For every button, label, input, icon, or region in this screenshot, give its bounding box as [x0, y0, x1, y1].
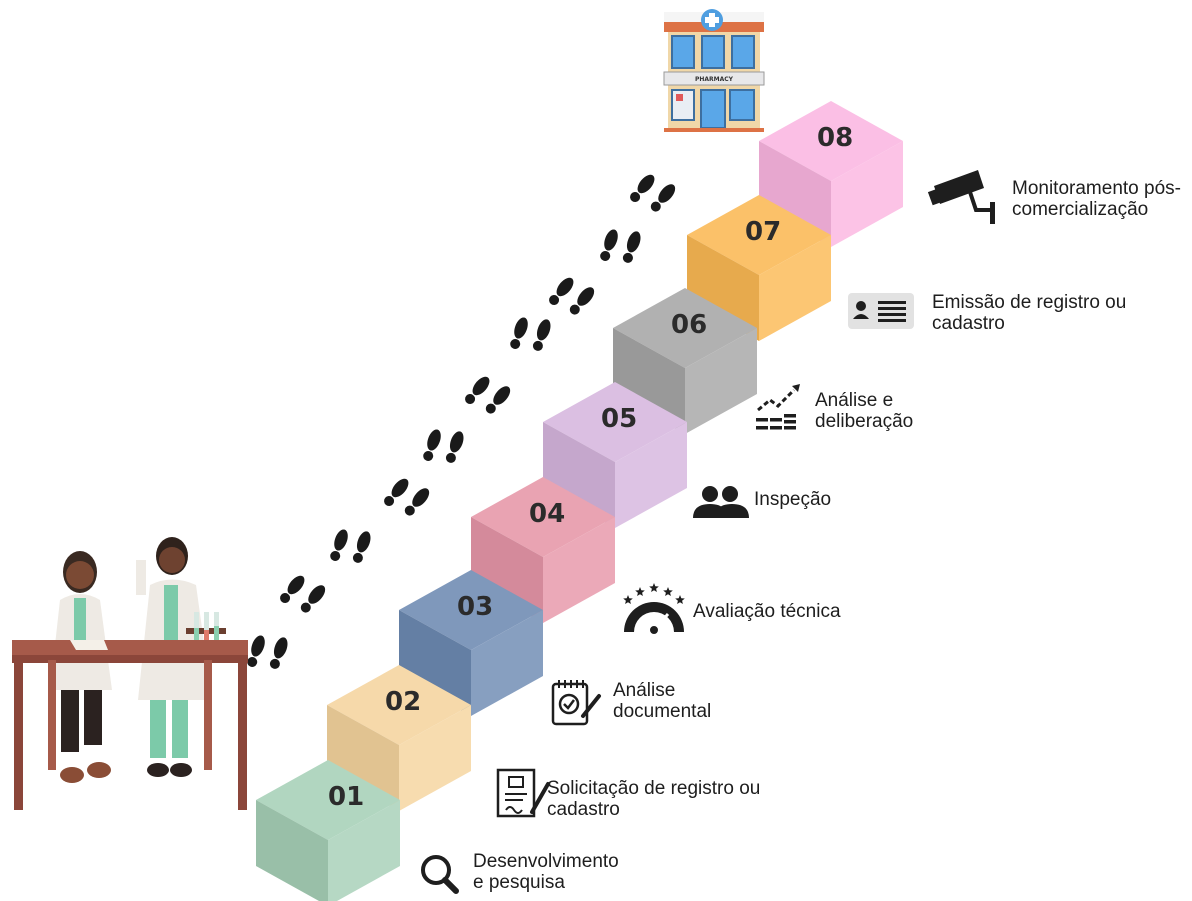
- step-number: 05: [601, 404, 637, 434]
- scientists-lab-icon: [12, 537, 248, 810]
- step-block-04: 04: [471, 477, 615, 623]
- footprint-pair: [423, 429, 464, 463]
- staircase: 08 07 06 05 04 03 02 01: [256, 101, 903, 901]
- footprint-pair: [330, 529, 371, 563]
- step-block-08: 08: [759, 101, 903, 247]
- step-number: 01: [328, 782, 364, 812]
- step-icons: [421, 170, 995, 894]
- step-block-01: 01: [256, 760, 400, 901]
- footprint-pair: [384, 478, 430, 516]
- footprint-pair: [510, 317, 551, 351]
- footprints-icon: [247, 174, 676, 669]
- step-number: 07: [745, 217, 781, 247]
- step-block-07: 07: [687, 195, 831, 341]
- step-right-face: [831, 141, 903, 247]
- step-left-face: [399, 610, 471, 716]
- footprint-pair: [549, 277, 595, 315]
- step-left-face: [256, 800, 328, 901]
- footprint-pair: [247, 635, 288, 669]
- step-block-06: 06: [613, 288, 757, 434]
- rating-gauge-icon: [623, 583, 685, 636]
- step-label-03: Análise documental: [613, 680, 712, 722]
- step-label-02: Solicitação de registro ou cadastro: [547, 778, 761, 820]
- step-left-face: [327, 705, 399, 811]
- step-label-01: Desenvolvimento e pesquisa: [473, 851, 619, 893]
- footprint-pair: [600, 229, 641, 263]
- pharmacy-building-icon: PHARMACY: [663, 9, 765, 132]
- step-left-face: [687, 235, 759, 341]
- footprint-pair: [280, 575, 326, 613]
- security-camera-icon: [927, 170, 995, 224]
- document-signature-icon: [496, 768, 550, 818]
- step-right-face: [399, 705, 471, 811]
- step-left-face: [471, 517, 543, 623]
- step-number: 06: [671, 310, 707, 340]
- step-number: 02: [385, 687, 421, 717]
- step-number: 08: [817, 123, 853, 153]
- footprint-pair: [630, 174, 676, 212]
- step-number: 03: [457, 592, 493, 622]
- step-right-face: [543, 517, 615, 623]
- step-number: 04: [529, 499, 565, 529]
- id-card-icon: [848, 293, 914, 329]
- step-label-04: Avaliação técnica: [693, 601, 841, 622]
- step-block-03: 03: [399, 570, 543, 716]
- pharmacy-sign: PHARMACY: [695, 76, 734, 83]
- document-check-icon: [551, 680, 601, 726]
- step-block-02: 02: [327, 665, 471, 811]
- step-label-06: Análise e deliberação: [815, 390, 914, 432]
- step-left-face: [613, 328, 685, 434]
- step-right-face: [328, 800, 400, 901]
- growth-chart-icon: [756, 384, 800, 430]
- step-left-face: [759, 141, 831, 247]
- step-right-face: [615, 422, 687, 528]
- step-right-face: [471, 610, 543, 716]
- step-label-05: Inspeção: [754, 489, 832, 510]
- step-right-face: [759, 235, 831, 341]
- step-label-08: Monitoramento pós- comercialização: [1012, 178, 1181, 220]
- step-label-07: Emissão de registro ou cadastro: [932, 292, 1127, 334]
- step-right-face: [685, 328, 757, 434]
- step-block-05: 05: [543, 382, 687, 528]
- footprint-pair: [465, 376, 511, 414]
- magnifier-icon: [421, 855, 459, 894]
- step-left-face: [543, 422, 615, 528]
- people-icon: [693, 486, 749, 518]
